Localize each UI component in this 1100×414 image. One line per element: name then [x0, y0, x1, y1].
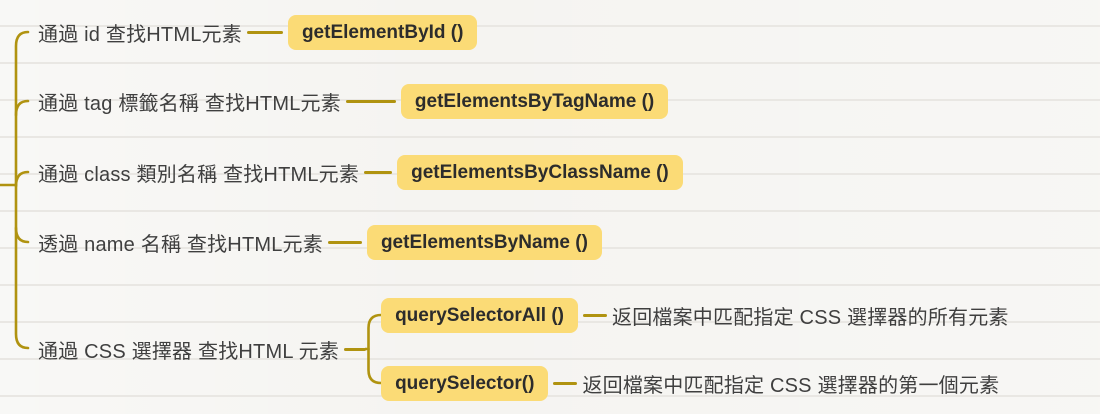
description-queryselectorall[interactable]: 返回檔案中匹配指定 CSS 選擇器的所有元素: [612, 306, 1009, 329]
branch-label-tag[interactable]: 通過 tag 標籤名稱 查找HTML元素: [38, 92, 341, 115]
branch-row-name: 透過 name 名稱 查找HTML元素 getElementsByName (): [38, 224, 602, 260]
branch-label-id[interactable]: 通過 id 查找HTML元素: [38, 23, 242, 46]
branch-row-tag: 通過 tag 標籤名稱 查找HTML元素 getElementsByTagNam…: [38, 83, 669, 119]
method-node-getelementbyid[interactable]: getElementById (): [287, 14, 478, 50]
branch-label-class[interactable]: 通過 class 類別名稱 查找HTML元素: [38, 163, 360, 186]
mindmap-spine: [0, 30, 30, 350]
description-queryselector[interactable]: 返回檔案中匹配指定 CSS 選擇器的第一個元素: [582, 374, 1000, 397]
branch-row-class: 通過 class 類別名稱 查找HTML元素 getElementsByClas…: [38, 154, 683, 190]
method-node-queryselectorall[interactable]: querySelectorAll (): [381, 297, 578, 333]
connector-dash: [364, 170, 393, 174]
branch-row-id: 通過 id 查找HTML元素 getElementById (): [38, 14, 478, 50]
method-node-getelementsbyclassname[interactable]: getElementsByClassName (): [397, 154, 683, 190]
child-row-queryselectorall: querySelectorAll () 返回檔案中匹配指定 CSS 選擇器的所有…: [381, 297, 1009, 333]
css-selector-children: querySelectorAll () 返回檔案中匹配指定 CSS 選擇器的所有…: [381, 297, 1009, 401]
branch-row-css-selector: 通過 CSS 選擇器 查找HTML 元素 querySelectorAll ()…: [38, 297, 1009, 401]
connector-dash: [327, 240, 362, 244]
branch-label-css-selector[interactable]: 通過 CSS 選擇器 查找HTML 元素: [38, 340, 340, 363]
connector-dash: [345, 99, 396, 103]
method-node-getelementsbyname[interactable]: getElementsByName (): [366, 224, 602, 260]
connector-dash: [583, 313, 607, 317]
method-node-queryselector[interactable]: querySelector(): [381, 365, 549, 401]
connector-dash: [246, 30, 283, 34]
connector-dash: [344, 347, 367, 351]
branch-label-name[interactable]: 透過 name 名稱 查找HTML元素: [38, 233, 323, 256]
fork-bracket: [365, 313, 382, 385]
method-node-getelementsbytagname[interactable]: getElementsByTagName (): [400, 83, 669, 119]
connector-dash: [553, 381, 578, 385]
child-row-queryselector: querySelector() 返回檔案中匹配指定 CSS 選擇器的第一個元素: [381, 365, 1009, 401]
